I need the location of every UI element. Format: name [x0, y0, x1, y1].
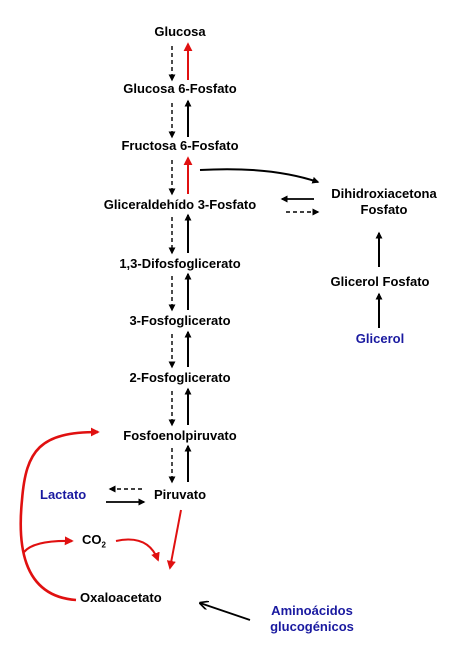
node-glicerol-fosfato: Glicerol Fosfato [330, 274, 430, 289]
node-3-fosfoglicerato: 3-Fosfoglicerato [129, 313, 231, 328]
oxaloacetato-to-pep-red-arrow [19, 427, 100, 602]
node-lactato: Lactato [40, 487, 87, 502]
node-gliceraldehido-3-fosfato: Gliceraldehído 3-Fosfato [103, 197, 257, 212]
node-glicerol: Glicerol [355, 331, 405, 346]
aminoacidos-line1: Aminoácidos [271, 603, 353, 618]
co2-base: CO [82, 532, 102, 547]
node-glucosa-6-fosfato: Glucosa 6-Fosfato [123, 81, 237, 96]
node-co2: CO2 [82, 532, 106, 554]
f6p-to-dhap-arrow [199, 168, 320, 184]
node-dhap-line2: Fosfato [360, 202, 408, 217]
node-aminoacidos-glucogenicos: Aminoácidos glucogénicos [270, 603, 354, 635]
aminoacidos-line2: glucogénicos [270, 619, 354, 634]
to-co2-red-arrow [23, 536, 74, 553]
node-fructosa-6-fosfato: Fructosa 6-Fosfato [121, 138, 239, 153]
node-oxaloacetato: Oxaloacetato [80, 590, 162, 605]
co2-subscript: 2 [101, 540, 106, 550]
node-fosfoenolpiruvato: Fosfoenolpiruvato [123, 428, 237, 443]
aminoacidos-to-oxaloacetato-arrow [200, 603, 251, 621]
node-1-3-difosfoglicerato: 1,3-Difosfoglicerato [119, 256, 241, 271]
node-2-fosfoglicerato: 2-Fosfoglicerato [129, 370, 231, 385]
node-dihidroxiacetona-fosfato: Dihidroxiacetona Fosfato [331, 186, 436, 218]
node-piruvato: Piruvato [153, 487, 207, 502]
co2-red-arrow [115, 538, 160, 562]
piruvato-to-oxaloacetato-red-arrow [166, 509, 182, 570]
node-glucosa: Glucosa [154, 24, 206, 39]
node-dhap-line1: Dihidroxiacetona [331, 186, 437, 201]
